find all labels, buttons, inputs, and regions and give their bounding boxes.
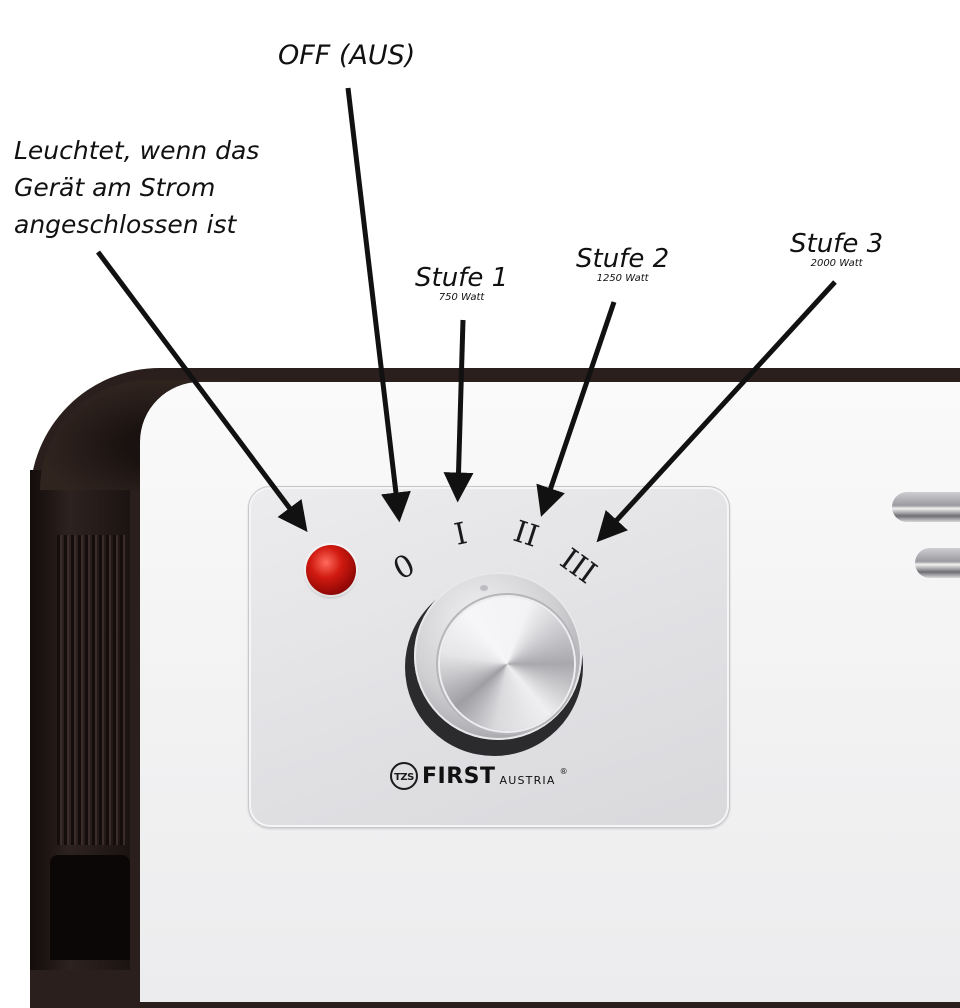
brand-emblem-icon: TZS bbox=[390, 762, 418, 790]
annotation-line: Gerät am Strom bbox=[14, 173, 216, 202]
carry-handle-slot bbox=[50, 855, 130, 960]
power-indicator-led bbox=[306, 545, 356, 595]
brand-name: FIRST bbox=[422, 763, 496, 789]
brand-subname: AUSTRIA bbox=[499, 773, 556, 787]
annotation-arrows bbox=[95, 87, 837, 543]
registered-mark: ® bbox=[559, 766, 568, 776]
side-air-grille bbox=[55, 535, 130, 845]
vent-slit bbox=[892, 492, 960, 522]
arrow-to-level-3 bbox=[596, 280, 837, 543]
level-2-annotation: Stufe 2 1250 Watt bbox=[576, 245, 669, 285]
knob-cap[interactable] bbox=[440, 597, 574, 731]
level-wattage: 2000 Watt bbox=[810, 258, 863, 269]
brand-logo: TZS FIRST AUSTRIA ® bbox=[390, 762, 568, 790]
knob-position-marker bbox=[480, 585, 488, 591]
arrow-to-level-2 bbox=[536, 301, 617, 517]
level-wattage: 1250 Watt bbox=[596, 273, 649, 284]
level-title: Stufe 1 bbox=[415, 263, 509, 293]
level-1-annotation: Stufe 1 750 Watt bbox=[415, 264, 508, 304]
arrow-to-level-1 bbox=[443, 319, 474, 503]
level-wattage: 750 Watt bbox=[438, 292, 485, 303]
vent-slit bbox=[915, 548, 960, 578]
off-annotation: OFF (AUS) bbox=[278, 40, 416, 71]
level-title: Stufe 2 bbox=[576, 244, 670, 274]
level-title: Stufe 3 bbox=[790, 229, 884, 259]
annotation-line: angeschlossen ist bbox=[14, 210, 237, 239]
arrow-to-led bbox=[95, 250, 308, 533]
arrow-to-off bbox=[345, 87, 411, 523]
annotation-line: Leuchtet, wenn das bbox=[14, 136, 260, 165]
level-3-annotation: Stufe 3 2000 Watt bbox=[790, 230, 883, 270]
power-indicator-annotation: Leuchtet, wenn das Gerät am Strom angesc… bbox=[14, 132, 259, 243]
